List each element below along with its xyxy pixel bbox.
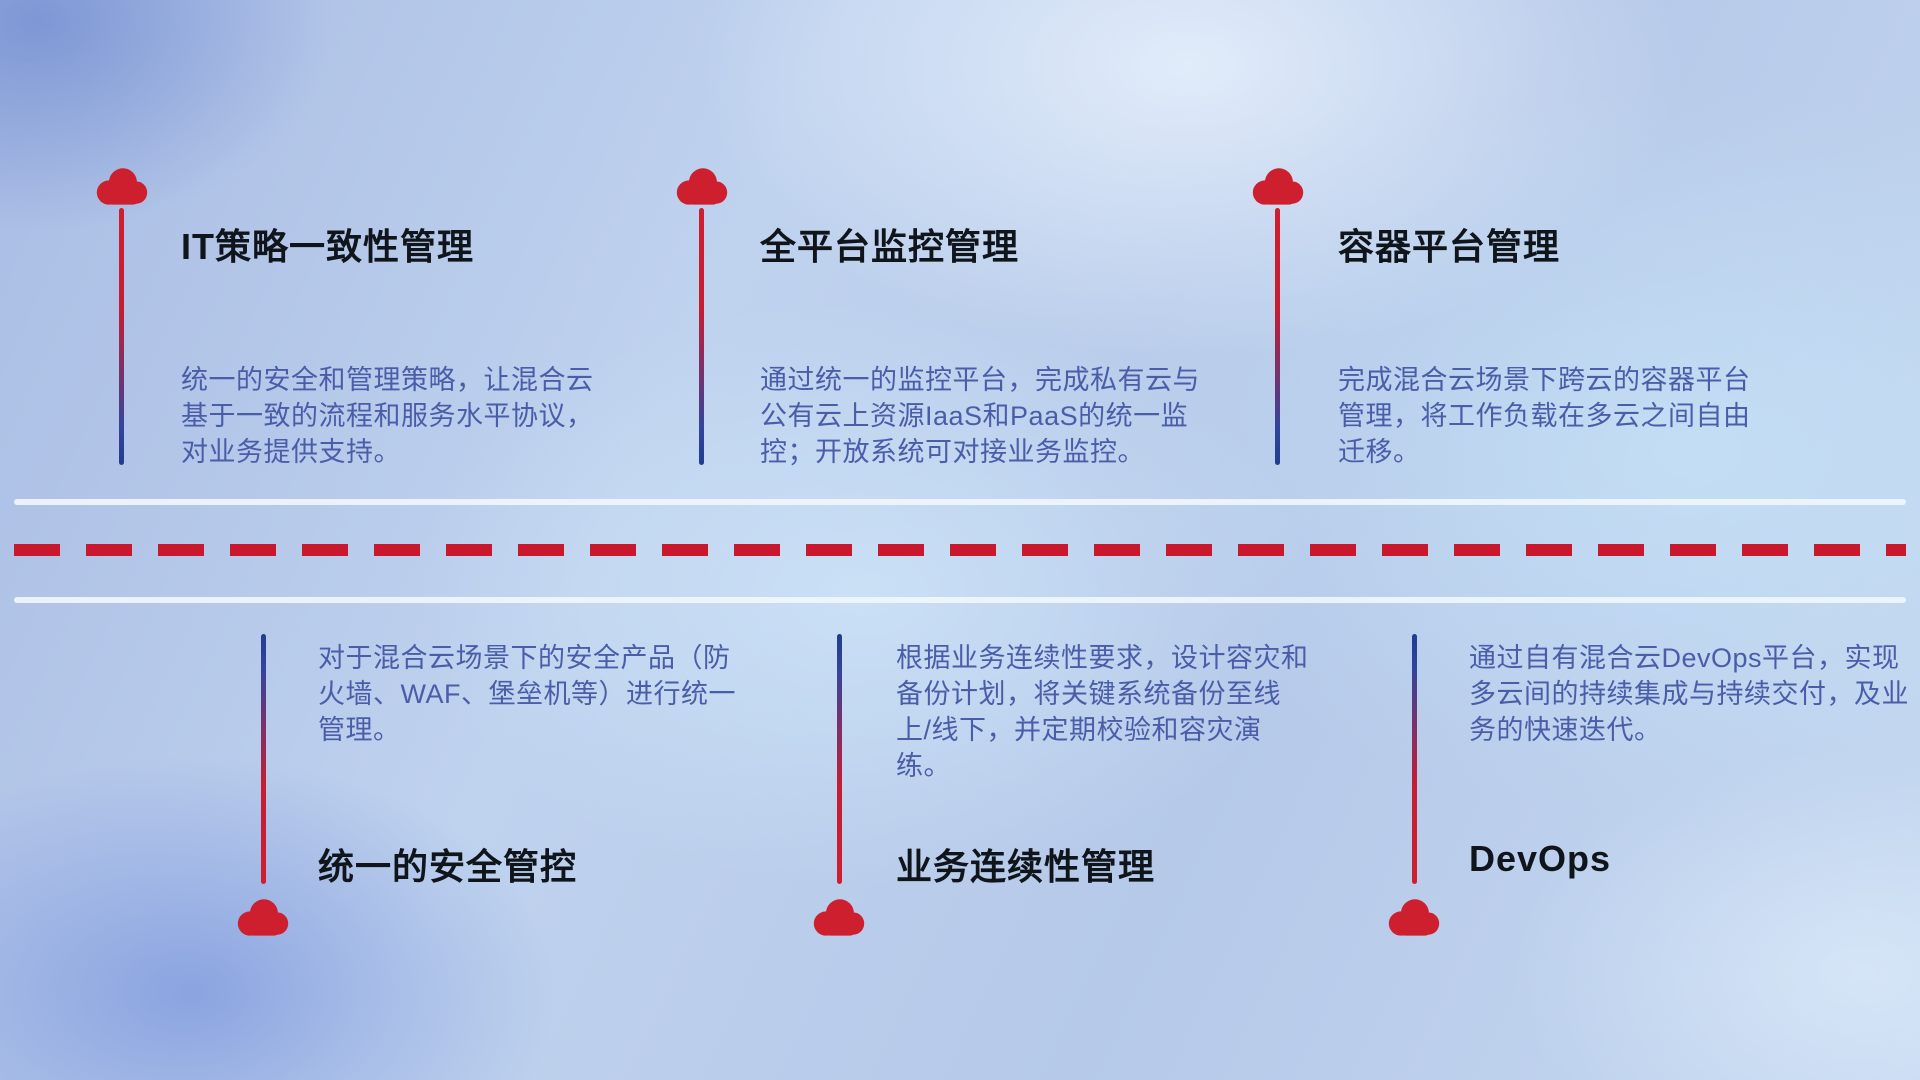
- cloud-icon: [1250, 166, 1306, 206]
- cloud-icon: [811, 897, 867, 937]
- feature-description: 统一的安全和管理策略，让混合云基于一致的流程和服务水平协议，对业务提供支持。: [181, 365, 594, 467]
- connector-line: [119, 208, 124, 465]
- connector-line: [1275, 208, 1280, 465]
- feature-title: 容器平台管理: [1338, 226, 1561, 267]
- connector-line: [1412, 634, 1417, 884]
- divider-solid-top: [14, 499, 1906, 505]
- connector-line: [837, 634, 842, 884]
- feature-title: 统一的安全管控: [318, 846, 578, 887]
- cloud-icon: [674, 166, 730, 206]
- feature-title: 业务连续性管理: [896, 846, 1156, 887]
- feature-description: 根据业务连续性要求，设计容灾和备份计划，将关键系统备份至线上/线下，并定期校验和…: [896, 643, 1309, 781]
- connector-line: [699, 208, 704, 465]
- divider-dashed-center: [14, 544, 1906, 556]
- cloud-icon: [94, 166, 150, 206]
- cloud-icon: [1386, 897, 1442, 937]
- feature-title: DevOps: [1469, 838, 1612, 879]
- feature-description: 完成混合云场景下跨云的容器平台管理，将工作负载在多云之间自由迁移。: [1338, 365, 1751, 467]
- feature-description: 通过统一的监控平台，完成私有云与公有云上资源IaaS和PaaS的统一监控；开放系…: [760, 365, 1200, 467]
- divider-solid-bottom: [14, 597, 1906, 603]
- feature-title: IT策略一致性管理: [181, 226, 474, 267]
- feature-description: 对于混合云场景下的安全产品（防火墙、WAF、堡垒机等）进行统一管理。: [318, 643, 736, 745]
- feature-description: 通过自有混合云DevOps平台，实现多云间的持续集成与持续交付，及业务的快速迭代…: [1469, 643, 1909, 745]
- cloud-icon: [235, 897, 291, 937]
- connector-line: [261, 634, 266, 884]
- feature-title: 全平台监控管理: [760, 226, 1020, 267]
